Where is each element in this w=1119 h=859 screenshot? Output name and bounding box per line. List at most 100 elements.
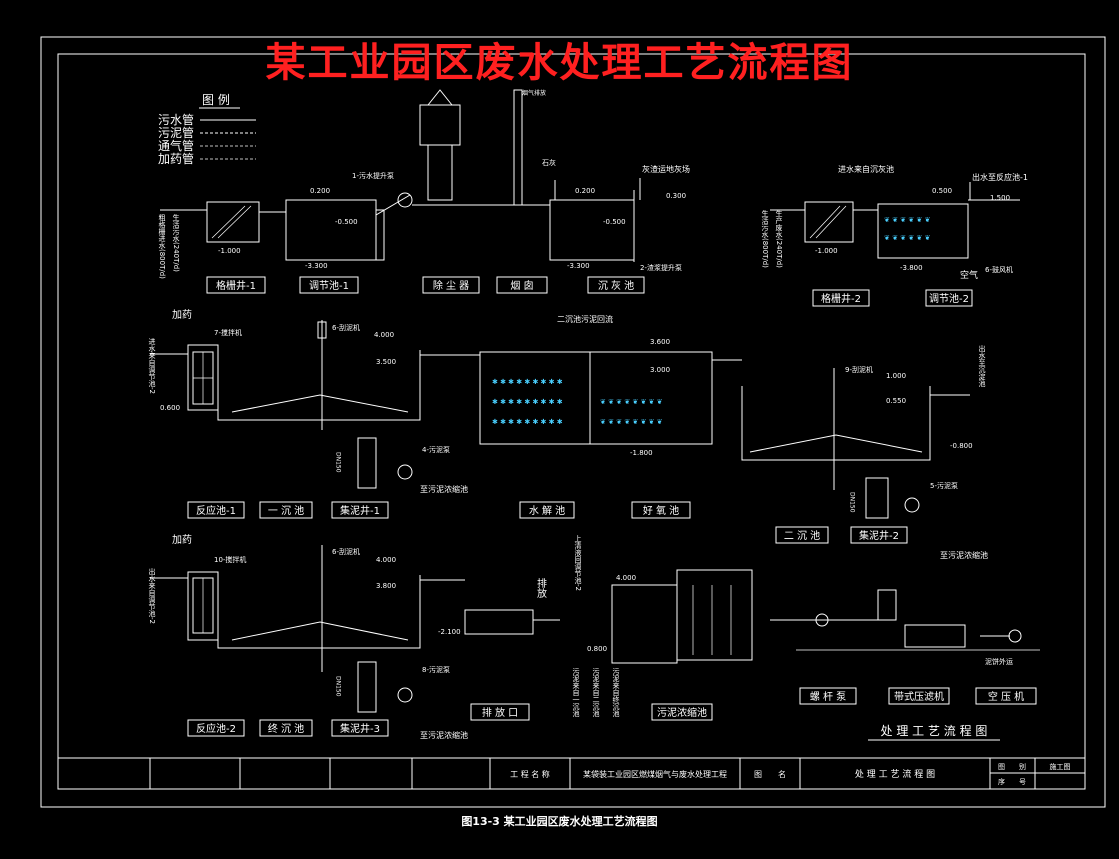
unit-label-15: 反应池-2 — [196, 722, 236, 735]
title-block: 工 程 名 称 某袋装工业园区燃煤烟气与废水处理工程 图 名 处 理 工 艺 流… — [57, 757, 1086, 790]
tb-number-label: 序 号 — [998, 777, 1026, 786]
elevation-levels: 0.200 -0.500 -1.000 -3.300 0.200 -0.500 … — [160, 187, 1010, 653]
unit-label-9: 一 沉 池 — [268, 504, 304, 517]
chimney — [513, 89, 523, 206]
figure-caption: 图13-3 某工业园区废水处理工艺流程图 — [461, 815, 658, 828]
tank-media: ✱ ✱ ✱ ✱ ✱ ✱ ✱ ✱ ✱ ✱ ✱ ✱ ✱ ✱ ✱ ✱ ✱ ✱ ✱ ✱ … — [492, 216, 930, 426]
unit-label-18: 排 放 口 — [482, 706, 518, 719]
note-smoke: 烟气排放 — [522, 89, 546, 97]
vnote-15: DN150 — [335, 452, 342, 473]
row3-process — [150, 545, 1040, 713]
level-5: -0.500 — [603, 218, 626, 226]
note-to-thickener-1: 至污泥浓缩池 — [420, 484, 468, 494]
vnote-1: 粗格栅进水(800T/d) — [158, 213, 166, 279]
screen-well-2 — [804, 201, 854, 243]
note-inflow-2: 进水来自沉灰池 — [838, 164, 894, 174]
note-pump-8: 8-污泥泵 — [422, 666, 450, 674]
note-blower: 6-鼓风机 — [985, 265, 1013, 274]
note-lime: 石灰 — [542, 158, 556, 167]
note-mixer-7: 7-搅拌机 — [214, 328, 242, 337]
unit-labels: 格栅井-1 调节池-1 除 尘 器 烟 囱 沉 灰 池 格栅井-2 调节池-2 … — [187, 276, 1037, 741]
hydrolysis-aerobic-tank — [479, 351, 713, 445]
unit-label-2: 调节池-1 — [309, 279, 349, 292]
unit-label-12: 好 氧 池 — [643, 504, 679, 517]
svg-text:❦ ❦ ❦ ❦ ❦ ❦ ❦ ❦: ❦ ❦ ❦ ❦ ❦ ❦ ❦ ❦ — [600, 398, 663, 406]
svg-text:✱ ✱ ✱ ✱ ✱ ✱ ✱ ✱ ✱: ✱ ✱ ✱ ✱ ✱ ✱ ✱ ✱ ✱ — [492, 378, 563, 386]
level-17: -1.800 — [630, 449, 653, 457]
level-9: -1.000 — [815, 247, 838, 255]
unit-label-1: 格栅井-1 — [216, 279, 256, 292]
unit-label-20: 螺 杆 泵 — [810, 691, 846, 703]
legend: 图 例 污水管 污泥管 通气管 加药管 — [158, 93, 256, 166]
sludge-well-2 — [865, 477, 889, 519]
note-mixer-10: 10-搅拌机 — [214, 555, 246, 564]
note-discharge: 排放 — [535, 577, 547, 599]
level-29: 1.500 — [990, 194, 1010, 202]
unit-label-10: 集泥井-1 — [340, 504, 380, 517]
unit-label-4: 烟 囱 — [510, 279, 533, 292]
level-27: 4.000 — [616, 574, 636, 582]
note-dosing-1: 加药 — [172, 309, 192, 321]
discharge-outlet — [464, 609, 534, 635]
note-to-thickener-2: 至污泥浓缩池 — [940, 550, 988, 560]
unit-label-13: 二 沉 池 — [784, 529, 820, 542]
dust-collector — [419, 104, 461, 146]
svg-text:❦ ❦ ❦ ❦ ❦ ❦ ❦ ❦: ❦ ❦ ❦ ❦ ❦ ❦ ❦ ❦ — [600, 418, 663, 426]
vnote-13: 上清液回调节池-2 — [574, 534, 582, 591]
unit-label-19: 污泥浓缩池 — [657, 706, 707, 719]
drawing-title: 某工业园区废水处理工艺流程图 — [265, 39, 854, 86]
level-19: 0.550 — [886, 397, 906, 405]
note-to-thickener-3: 至污泥浓缩池 — [420, 730, 468, 740]
vnote-17: DN150 — [335, 676, 342, 697]
note-dosing-2: 加药 — [172, 534, 192, 546]
note-outflow-1: 出水至反应池-1 — [972, 172, 1028, 182]
ash-settling-tank — [549, 199, 635, 261]
vnote-12: 污泥来自终沉池 — [612, 668, 620, 717]
level-23: 3.800 — [376, 582, 396, 590]
note-pump-2: 2-渣浆提升泵 — [640, 263, 682, 272]
unit-label-7: 调节池-2 — [929, 292, 969, 305]
level-16: 3.000 — [650, 366, 670, 374]
svg-text:❦ ❦ ❦ ❦ ❦ ❦: ❦ ❦ ❦ ❦ ❦ ❦ — [884, 216, 930, 224]
equalization-tank-2 — [877, 203, 969, 259]
legend-item-air: 通气管 — [158, 138, 194, 153]
svg-text:✱ ✱ ✱ ✱ ✱ ✱ ✱ ✱ ✱: ✱ ✱ ✱ ✱ ✱ ✱ ✱ ✱ ✱ — [492, 398, 563, 406]
level-22: 4.000 — [376, 556, 396, 564]
note-return: 二沉池污泥回流 — [557, 314, 613, 324]
row1-process — [160, 89, 1020, 262]
level-8: 0.500 — [932, 187, 952, 195]
unit-label-17: 集泥井-3 — [340, 722, 380, 735]
level-18: 1.000 — [886, 372, 906, 380]
sludge-thickener — [611, 584, 678, 664]
note-scraper-6: 6-刮泥机 — [332, 323, 360, 332]
outer-frame — [40, 36, 1106, 808]
air-compressor — [1008, 629, 1022, 643]
note-scraper-6b: 6-刮泥机 — [332, 547, 360, 556]
unit-label-8: 反应池-1 — [196, 504, 236, 517]
tb-project-name: 某袋装工业园区燃煤烟气与废水处理工程 — [583, 769, 727, 779]
level-11: -3.800 — [900, 264, 923, 272]
vnote-10: 污泥来自一沉池 — [572, 668, 580, 717]
unit-label-21: 带式压滤机 — [894, 690, 944, 703]
legend-heading: 图 例 — [202, 93, 230, 107]
tb-drawing-name: 处 理 工 艺 流 程 图 — [855, 768, 935, 780]
row2-process — [150, 320, 970, 519]
svg-text:✱ ✱ ✱ ✱ ✱ ✱ ✱ ✱ ✱: ✱ ✱ ✱ ✱ ✱ ✱ ✱ ✱ ✱ — [492, 418, 563, 426]
sludge-well-3 — [357, 661, 377, 713]
equalization-tank-1 — [285, 199, 377, 261]
unit-label-14: 集泥井-2 — [859, 529, 899, 542]
tb-category-value: 施工图 — [1050, 762, 1071, 771]
flow-title: 处 理 工 艺 流 程 图 — [881, 723, 988, 738]
vnote-7: 出水来自调节池-2 — [148, 567, 156, 624]
level-24: -2.100 — [438, 628, 461, 636]
unit-label-3: 除 尘 器 — [433, 279, 469, 292]
screen-well-1 — [206, 201, 260, 243]
level-4: 0.200 — [575, 187, 595, 195]
tb-category-label: 图 别 — [998, 762, 1026, 771]
level-12: 4.000 — [374, 331, 394, 339]
legend-item-dosing: 加药管 — [158, 151, 194, 166]
unit-label-22: 空 压 机 — [988, 690, 1024, 703]
level-1: -0.500 — [335, 218, 358, 226]
level-13: 3.500 — [376, 358, 396, 366]
